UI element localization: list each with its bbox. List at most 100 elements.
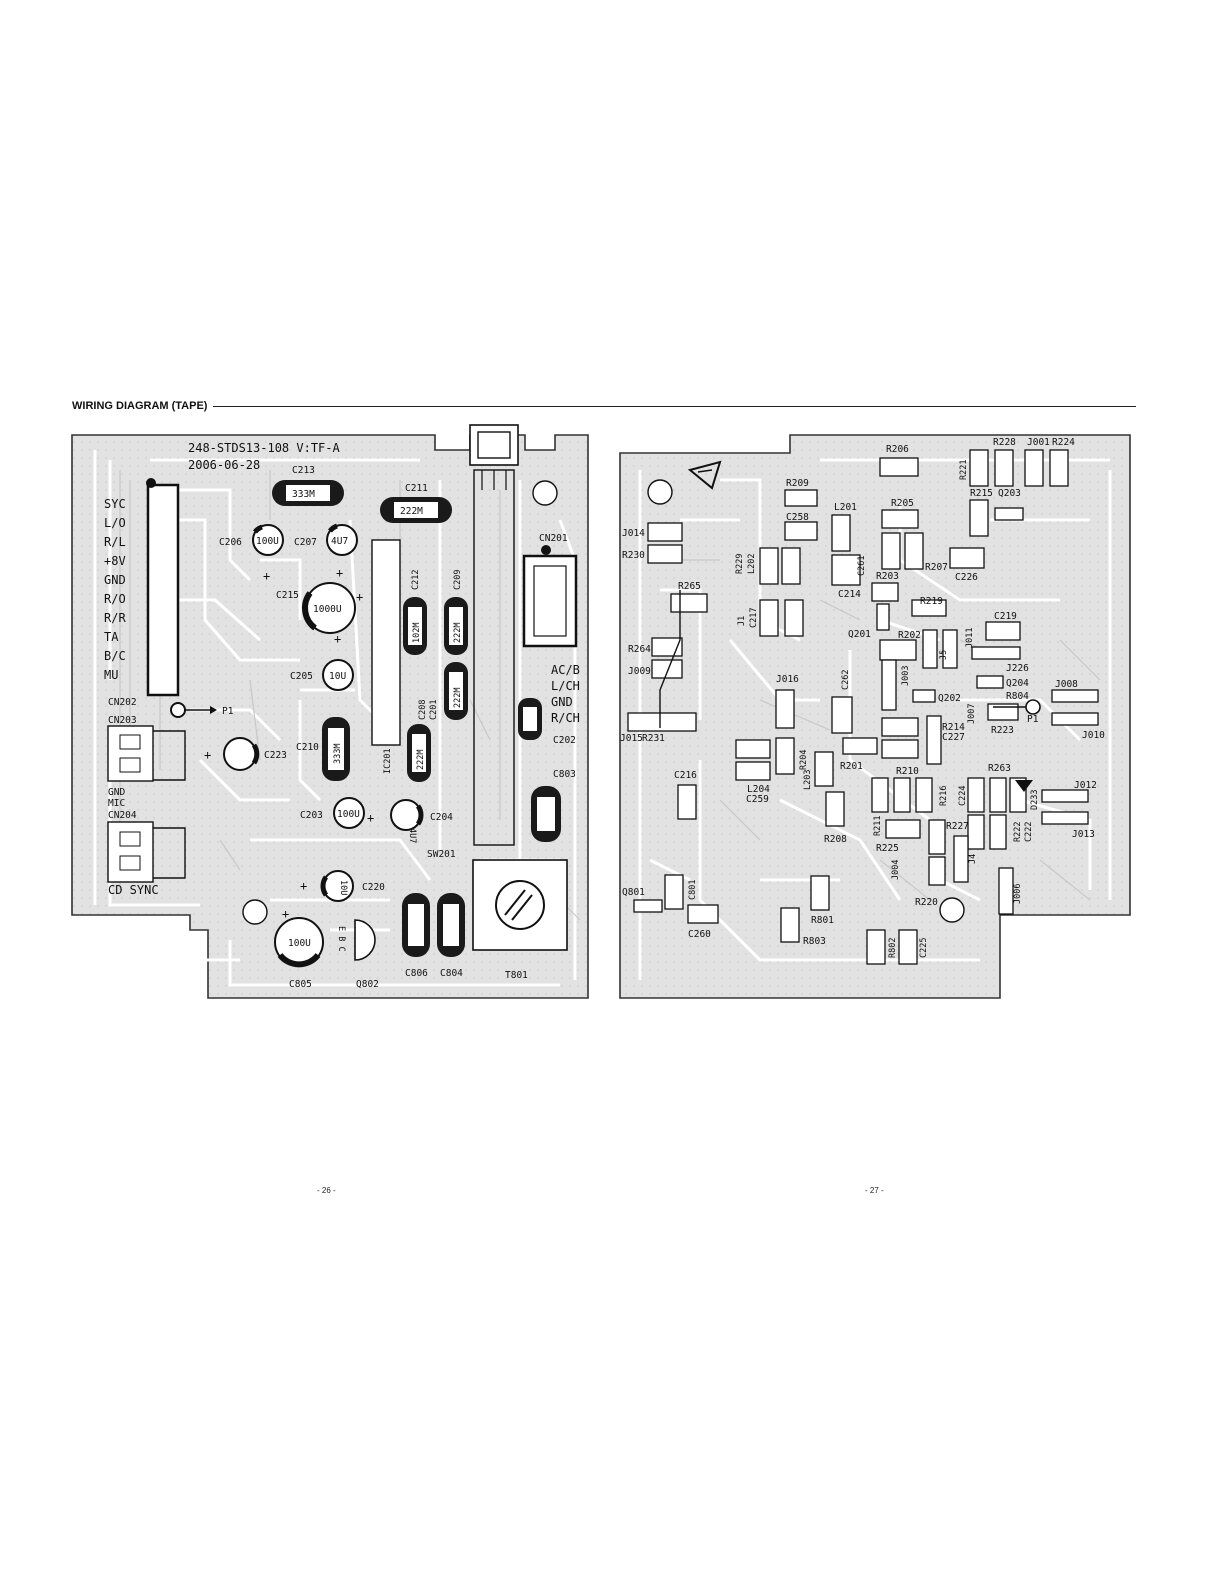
plus-sign: + — [263, 569, 270, 583]
c260-label: C260 — [688, 929, 711, 940]
cn201-pin1-marker — [541, 545, 551, 555]
r220-label: R220 — [915, 897, 938, 908]
c211-value: 222M — [400, 506, 423, 517]
c226-label: C226 — [955, 572, 978, 583]
r215-label: R215 — [970, 488, 993, 499]
c206-capacitor — [252, 524, 284, 556]
right-board: R206 R228 J001 R224 R221 R215 Q203 R209 … — [619, 434, 1131, 999]
j007-label: J007 — [967, 704, 977, 724]
pin-label: L/O — [104, 516, 126, 530]
j006-label: J006 — [1013, 884, 1023, 904]
plus-sign: + — [300, 879, 307, 893]
pin-label: R/CH — [551, 711, 580, 725]
c223-label: C223 — [264, 750, 287, 761]
j011-label: J011 — [965, 628, 975, 648]
pin-label: MU — [104, 668, 118, 682]
plus-sign: + — [282, 907, 289, 921]
manufacturer-logo — [687, 460, 722, 490]
r210-label: R210 — [896, 766, 919, 777]
c805-label: C805 — [289, 979, 312, 990]
cn204-label: CN204 — [108, 810, 137, 821]
left-traces — [93, 450, 577, 987]
r802-label: R802 — [888, 938, 898, 958]
c212-value: 102M — [412, 623, 422, 643]
c804-label: C804 — [440, 968, 463, 979]
q204-label: Q204 — [1006, 678, 1029, 689]
c212-body — [408, 607, 422, 645]
c213-body — [286, 485, 330, 501]
c207-polarity — [328, 523, 338, 533]
p1-testpoint — [170, 702, 186, 718]
q201-label: Q201 — [848, 629, 871, 640]
c211-body — [394, 502, 438, 518]
p1-right-label: P1 — [1027, 714, 1039, 725]
sw201-leads — [481, 470, 507, 490]
board-date: 2006-06-28 — [188, 458, 260, 472]
c206-value: 100U — [256, 536, 279, 547]
r227-label: R227 — [946, 821, 969, 832]
c201-body — [449, 672, 463, 710]
j013-label: J013 — [1072, 829, 1095, 840]
pin-label: +8V — [104, 554, 126, 568]
plus-sign: + — [336, 566, 343, 580]
c258-label: C258 — [786, 512, 809, 523]
c210-value: 333M — [333, 744, 343, 764]
r206-label: R206 — [886, 444, 909, 455]
r219-label: R219 — [920, 596, 943, 607]
c804-body — [443, 904, 459, 946]
c262-label: C262 — [841, 670, 851, 690]
cn203-connector — [107, 725, 154, 782]
c222m-value: 222M — [416, 750, 426, 770]
c209-value: 222M — [453, 623, 463, 643]
c201-value: 222M — [453, 688, 463, 708]
gnd-label: GND — [108, 787, 125, 798]
q802-transistor — [354, 919, 376, 961]
c212-label: C212 — [411, 570, 421, 590]
c214-label: C214 — [838, 589, 861, 600]
pin-label: R/L — [104, 535, 126, 549]
c803-label: C803 — [553, 769, 576, 780]
c217-label: C217 — [749, 608, 759, 628]
j010-label: J010 — [1082, 730, 1105, 741]
j226-label: J226 — [1006, 663, 1029, 674]
j009-label: J009 — [628, 666, 651, 677]
sw201-knob — [477, 431, 511, 459]
c803-body — [537, 797, 555, 831]
c801-label: C801 — [688, 880, 698, 900]
c222m-body — [412, 734, 426, 772]
c220-value: 10U — [338, 880, 348, 895]
right-board-outline — [619, 434, 1131, 999]
r263-label: R263 — [988, 763, 1011, 774]
cn203-housing — [153, 730, 186, 781]
t801-slot — [504, 889, 533, 921]
plus-sign: + — [356, 590, 363, 604]
c259-label: C259 — [746, 794, 769, 805]
board-id: 248-STDS13-108 V:TF-A — [188, 441, 340, 455]
t801-label: T801 — [505, 970, 528, 981]
r203-label: R203 — [876, 571, 899, 582]
pin-label: B/C — [104, 649, 126, 663]
r223-label: R223 — [991, 725, 1014, 736]
pin-label: AC/B — [551, 663, 580, 677]
c204-value: 4U7 — [407, 828, 417, 843]
c205-label: C205 — [290, 671, 313, 682]
sw201-label: SW201 — [427, 849, 456, 860]
r205-label: R205 — [891, 498, 914, 509]
t801-core — [495, 880, 545, 930]
r209-label: R209 — [786, 478, 809, 489]
q802-pins: E B C — [336, 926, 346, 952]
mounting-hole — [939, 897, 965, 923]
c223-capacitor — [223, 737, 257, 771]
cn204-connector — [107, 821, 154, 883]
r228-label: R228 — [993, 437, 1016, 448]
j4-label: J4 — [968, 854, 978, 864]
page-number-left: - 26 - — [317, 1186, 336, 1195]
pin-label: R/R — [104, 611, 126, 625]
p1-label: P1 — [222, 706, 234, 717]
mounting-hole — [532, 480, 558, 506]
c201-label: C201 — [429, 700, 439, 720]
r216-label: R216 — [939, 786, 949, 806]
r224-label: R224 — [1052, 437, 1075, 448]
r264-label: R264 — [628, 644, 651, 655]
r265-label: R265 — [678, 581, 701, 592]
